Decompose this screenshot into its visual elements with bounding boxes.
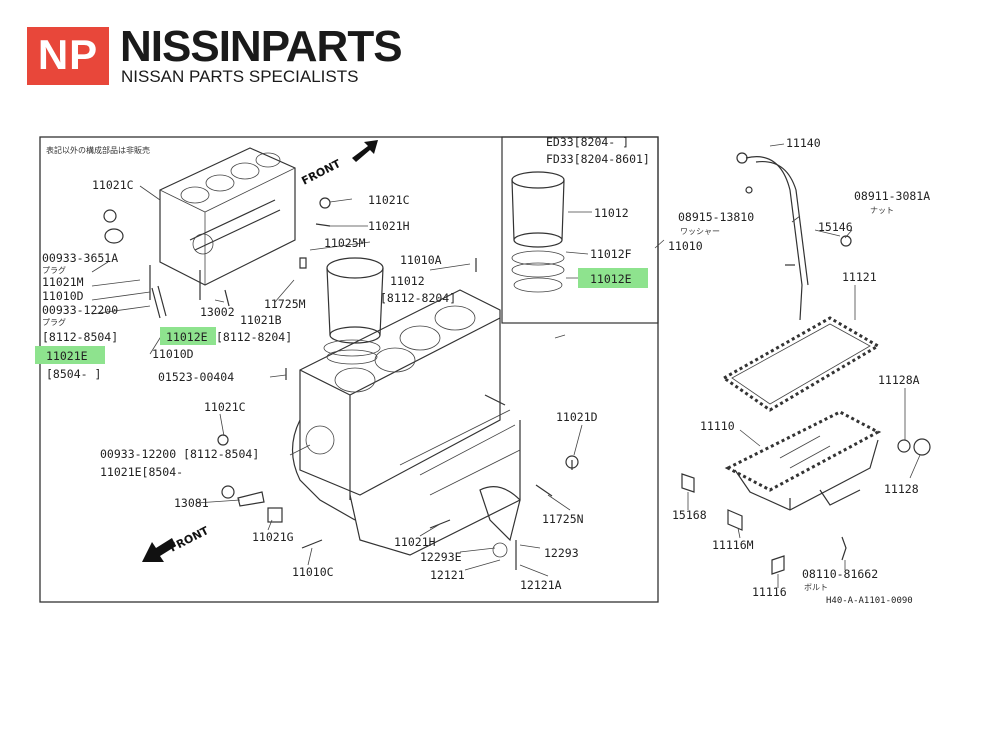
label-00933-3651A: 00933-3651A (42, 251, 118, 265)
oil-pan-gasket (721, 316, 881, 412)
label-11021C-a: 11021C (92, 178, 134, 192)
part-labels: 表記以外の構成部品は非販売 11021C 00933-3651A プラグ 110… (42, 135, 930, 606)
label-11021H-b: 11021H (394, 535, 436, 549)
label-12121: 12121 (430, 568, 465, 582)
label-15168: 15168 (672, 508, 707, 522)
front-label-bottom: FRONT (167, 524, 211, 555)
diagram-reference-code: H40-A-A1101-0090 (826, 596, 913, 606)
note-jp: 表記以外の構成部品は非販売 (46, 145, 150, 155)
brand-name: NISSINPARTS (120, 22, 403, 71)
label-11012: 11012 (390, 274, 425, 288)
main-frame (39, 136, 659, 603)
label-11021M: 11021M (42, 275, 84, 289)
highlight-inset-11012E (578, 268, 648, 288)
label-jp-bolt: ボルト (804, 583, 828, 592)
label-08915-13810: 08915-13810 (678, 210, 754, 224)
front-arrow-top: FRONT (299, 140, 378, 188)
label-11725N: 11725N (542, 512, 584, 526)
label-11010A: 11010A (400, 253, 442, 267)
label-15146: 15146 (818, 220, 853, 234)
leader-lines (91, 143, 921, 588)
inset-liner-parts (511, 171, 592, 293)
label-00933-12200-b: 00933-12200 [8112-8504] (100, 447, 259, 461)
label-11116: 11116 (752, 585, 787, 599)
cylinder-block (291, 289, 521, 556)
label-08911-3081A: 08911-3081A (854, 189, 930, 203)
label-11128: 11128 (884, 482, 919, 496)
label-11021G: 11021G (252, 530, 294, 544)
inset-frame (501, 136, 659, 324)
front-arrow-bottom: FRONT (142, 524, 211, 562)
label-jp-plug-a: プラグ (42, 265, 66, 275)
front-label-top: FRONT (299, 157, 343, 188)
label-12121A: 12121A (520, 578, 562, 592)
label-11021E-b: 11021E[8504- (100, 465, 183, 479)
label-13081: 13081 (174, 496, 209, 510)
highlight-11021E (35, 346, 105, 364)
label-inset-11012E-highlighted: 11012E (590, 272, 632, 286)
label-11128A: 11128A (878, 373, 920, 387)
label-inset-11012: 11012 (594, 206, 629, 220)
label-11021D: 11021D (556, 410, 598, 424)
inset-header-line-1: ED33[8204- ] (546, 135, 629, 149)
label-11021H-a: 11021H (368, 219, 410, 233)
label-13002: 13002 (200, 305, 235, 319)
label-11010C: 11010C (292, 565, 334, 579)
label-11010: 11010 (668, 239, 703, 253)
brand-logo: NP (27, 27, 109, 85)
small-parts (217, 197, 579, 570)
label-jp-plug-b: プラグ (42, 317, 66, 327)
label-11021E-highlighted: 11021E (46, 349, 88, 363)
brand-logo-text: NP (37, 31, 99, 78)
label-11021C-c: 11021C (204, 400, 246, 414)
label-11010D-a: 11010D (42, 289, 84, 303)
highlight-11012E (160, 327, 216, 345)
label-11121: 11121 (842, 270, 877, 284)
label-11116M: 11116M (712, 538, 754, 552)
plug-parts (103, 209, 167, 319)
label-11725M: 11725M (264, 297, 306, 311)
oil-pan (724, 410, 882, 511)
inset-header-line-2: FD33[8204-8601] (546, 152, 650, 166)
label-01523-00404: 01523-00404 (158, 370, 234, 384)
label-inset-11012F: 11012F (590, 247, 632, 261)
label-11010D-b: 11010D (152, 347, 194, 361)
label-range-8112-8504: [8112-8504] (42, 330, 118, 344)
label-range-8112-8204-a: [8112-8204] (380, 291, 456, 305)
label-12293: 12293 (544, 546, 579, 560)
label-08110-81662: 08110-81662 (802, 567, 878, 581)
label-11021C-b: 11021C (368, 193, 410, 207)
drain-and-brackets (681, 438, 931, 575)
label-12293E: 12293E (420, 550, 462, 564)
label-00933-12200: 00933-12200 (42, 303, 118, 317)
label-jp-washer: ワッシャー (680, 227, 720, 236)
label-jp-nut: ナット (870, 206, 894, 215)
label-range-8504-a: [8504- ] (46, 367, 101, 381)
brand-tagline: NISSAN PARTS SPECIALISTS (121, 67, 359, 86)
label-11140: 11140 (786, 136, 821, 150)
dipstick-assembly (736, 152, 853, 321)
label-11025M: 11025M (324, 236, 366, 250)
label-11021B: 11021B (240, 313, 282, 327)
cylinder-liner (323, 257, 384, 365)
label-11012E-highlighted: 11012E (166, 330, 208, 344)
block-upper-sketch (149, 147, 296, 300)
label-range-8112-8204-b: [8112-8204] (216, 330, 292, 344)
label-11110: 11110 (700, 419, 735, 433)
